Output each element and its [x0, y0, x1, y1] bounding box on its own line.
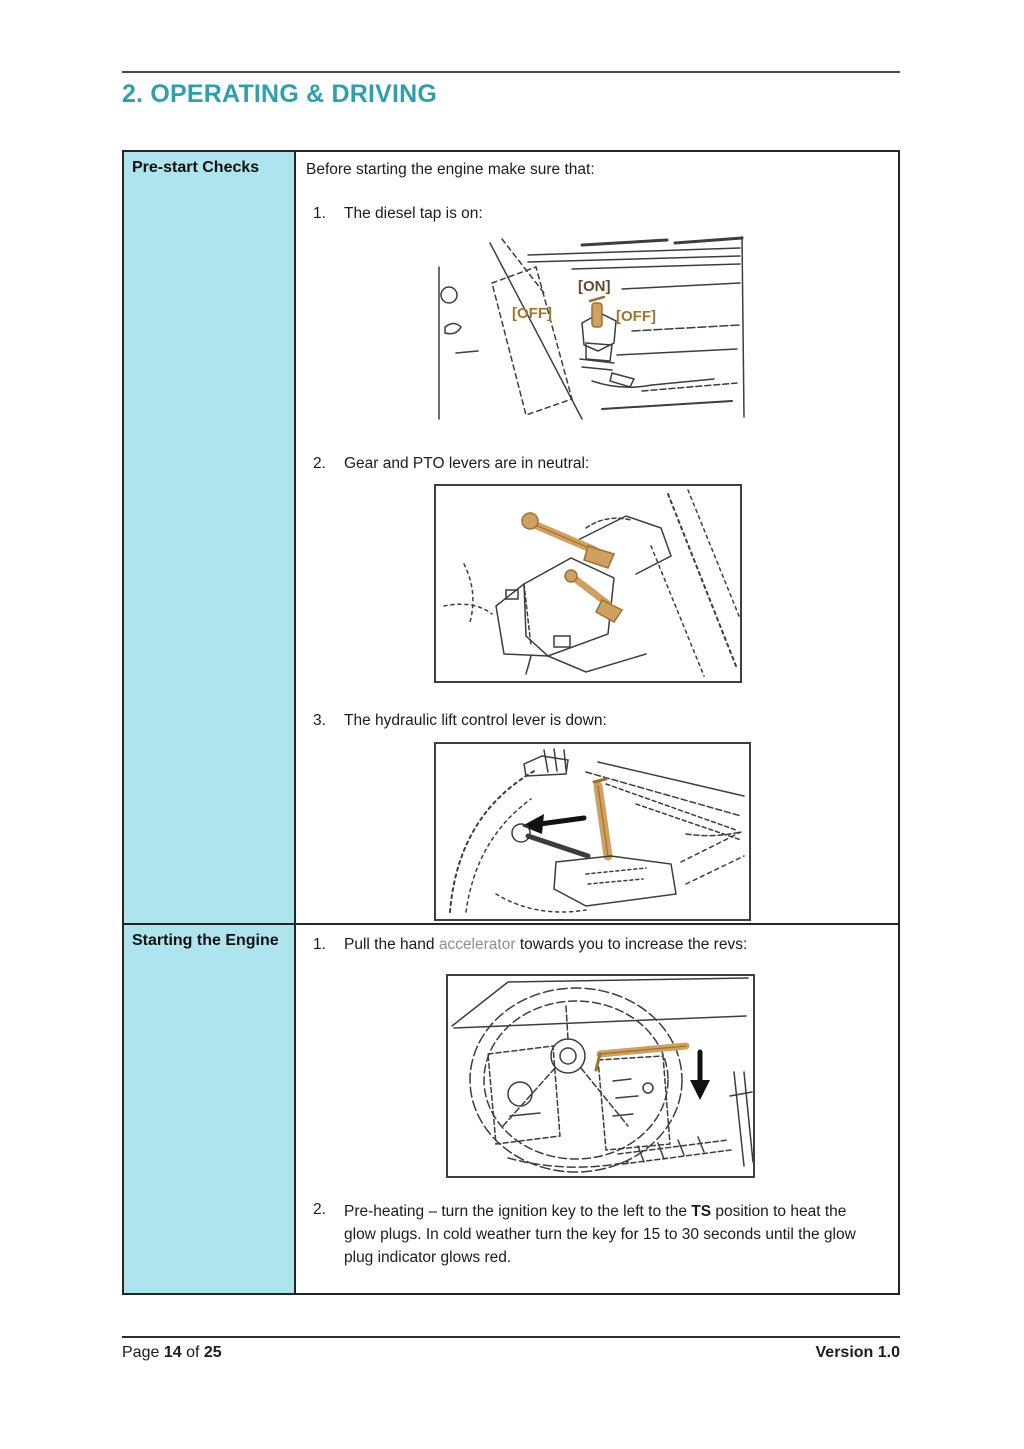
starting-engine-body-cell: 1. Pull the hand accelerator towards you… — [296, 925, 898, 1293]
page-number: 14 — [163, 1344, 182, 1361]
list-item-text: Pre-heating – turn the ignition key to t… — [344, 1201, 866, 1270]
row-header-starting-the-engine: Starting the Engine — [124, 925, 296, 1293]
off-label-left: [OFF] — [512, 305, 552, 322]
accelerator-accent-word: accelerator — [438, 936, 516, 953]
footer-version: Version 1.0 — [815, 1344, 901, 1361]
list-number: 3. — [313, 712, 326, 729]
row-pre-start-checks: Pre-start Checks Before starting the eng… — [124, 152, 898, 925]
left-arrow-icon — [522, 814, 587, 834]
gear-pto-drawing — [443, 489, 740, 677]
text-before-accent: Pre-heating – turn the ignition key to t… — [344, 1203, 687, 1220]
list-item-diesel-tap: 1. The diesel tap is on: — [313, 205, 888, 223]
text-after-accent: position to heat the glow plugs. In cold… — [344, 1203, 856, 1266]
list-number: 1. — [313, 205, 326, 222]
on-label: [ON] — [578, 278, 611, 295]
figure-hand-accelerator — [446, 974, 755, 1178]
text-after-accent: towards you to increase the revs: — [519, 936, 748, 953]
page-word: Page — [122, 1344, 160, 1361]
pre-start-body-cell: Before starting the engine make sure tha… — [296, 152, 898, 923]
hand-accelerator-drawing — [451, 977, 753, 1173]
of-word: of — [186, 1344, 200, 1361]
list-item-pre-heating: 2. Pre-heating – turn the ignition key t… — [313, 1201, 888, 1270]
figure-hydraulic-lift-lever — [434, 742, 751, 921]
content-table: Pre-start Checks Before starting the eng… — [122, 150, 900, 1295]
text-before-accent: Pull the hand — [344, 936, 435, 953]
hydraulic-lift-drawing — [449, 748, 745, 913]
down-arrow-icon — [690, 1049, 710, 1100]
ts-position-bold: TS — [691, 1203, 712, 1220]
list-item-text: Pull the hand accelerator towards you to… — [344, 936, 888, 954]
footer-page-info: Page 14 of 25 — [122, 1344, 222, 1362]
list-item-text: The diesel tap is on: — [344, 205, 483, 222]
page-title: 2. OPERATING & DRIVING — [122, 80, 438, 108]
figure-diesel-tap: [ON] [OFF] [OFF] — [432, 231, 754, 424]
top-divider — [122, 71, 900, 73]
list-number: 2. — [313, 455, 326, 472]
diesel-tap-drawing — [438, 236, 745, 420]
list-number: 2. — [313, 1201, 326, 1218]
list-item-gear-pto: 2. Gear and PTO levers are in neutral: — [313, 455, 888, 473]
row-header-pre-start-checks: Pre-start Checks — [124, 152, 296, 923]
pre-start-intro: Before starting the engine make sure tha… — [306, 161, 595, 178]
list-item-hydraulic-lift: 3. The hydraulic lift control lever is d… — [313, 712, 888, 730]
row-starting-the-engine: Starting the Engine 1. Pull the hand acc… — [124, 925, 898, 1293]
footer-divider — [122, 1336, 900, 1338]
figure-gear-pto-levers — [434, 484, 742, 683]
list-item-hand-accelerator: 1. Pull the hand accelerator towards you… — [313, 936, 888, 954]
list-item-text: Gear and PTO levers are in neutral: — [344, 455, 590, 472]
list-item-text: The hydraulic lift control lever is down… — [344, 712, 607, 729]
total-pages: 25 — [203, 1344, 222, 1361]
off-label-right: [OFF] — [616, 308, 656, 325]
list-number: 1. — [313, 936, 326, 953]
